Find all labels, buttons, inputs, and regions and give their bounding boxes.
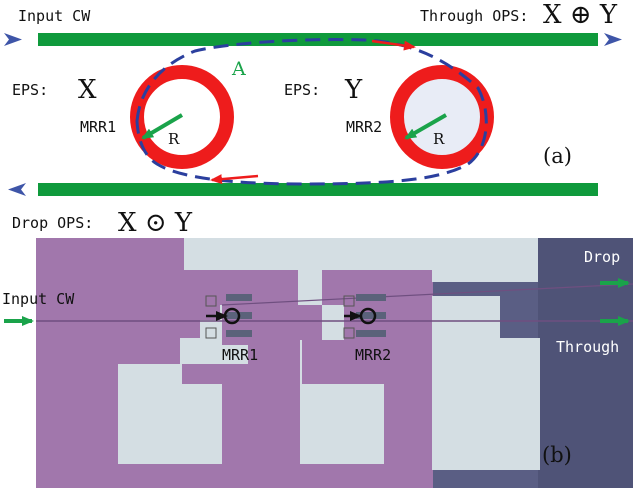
path-direction-arrow-top <box>371 39 416 51</box>
chip-mrr1-label: MRR1 <box>222 346 258 364</box>
input-cw-arrow-icon <box>4 33 22 46</box>
through-port-arrow-icon <box>604 33 622 46</box>
mrr1-label: MRR1 <box>80 118 116 136</box>
eps2-label: EPS: <box>284 81 320 99</box>
drop-port-arrow-icon <box>8 183 26 196</box>
chip-right-dark-strip <box>538 238 633 488</box>
through-ops-label: Through OPS: <box>420 7 528 25</box>
metal-pad-middle <box>300 305 384 464</box>
radius-arrow-mrr1 <box>141 113 184 140</box>
mrr2-label: MRR2 <box>346 118 382 136</box>
drop-ops-label: Drop OPS: <box>12 214 93 232</box>
panel-b-tag: (b) <box>542 443 572 467</box>
drop-ops-expression: X ⊙ Y <box>118 208 193 238</box>
through-ops-expression: X ⊕ Y <box>543 0 618 30</box>
panel-b-chip-micrograph: Input CW Drop Through MRR1 MRR2 (b) <box>2 238 633 488</box>
chip-mrr2-label: MRR2 <box>355 346 391 364</box>
light-path-dashed <box>135 38 488 186</box>
chip-input-cw-label: Input CW <box>2 290 75 308</box>
point-a-label: A <box>231 58 246 80</box>
panel-a-tag: (a) <box>543 144 572 168</box>
radius-arrow-mrr2 <box>404 113 447 140</box>
chip-through-label: Through <box>556 338 619 356</box>
metal-pad-right <box>432 296 540 470</box>
eps1-variable: X <box>78 75 97 105</box>
input-cw-label: Input CW <box>18 7 91 25</box>
panel-a: Input CW Through OPS: X ⊕ Y EPS: X EPS: … <box>4 0 622 238</box>
eps2-variable: Y <box>344 75 363 105</box>
mrr2-radius-label: R <box>433 130 445 148</box>
path-direction-arrow-bottom <box>210 174 259 185</box>
eps1-label: EPS: <box>12 81 48 99</box>
chip-drop-label: Drop <box>584 248 620 266</box>
bottom-bus-waveguide <box>38 183 598 196</box>
mrr1-radius-label: R <box>168 130 180 148</box>
metal-pad-left-bottom <box>118 384 222 464</box>
chip-waveguide-drop <box>221 283 633 306</box>
